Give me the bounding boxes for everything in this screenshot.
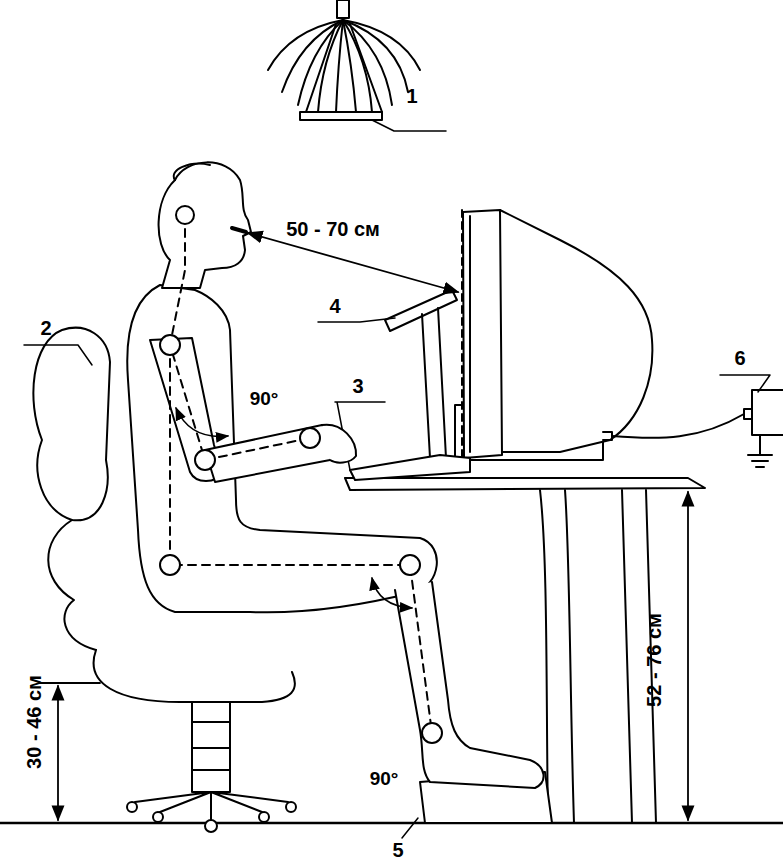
monitor — [455, 210, 652, 462]
angle-label: 90° — [250, 389, 279, 408]
callout-number: 1 — [406, 86, 417, 106]
ceiling-lamp — [268, 0, 446, 131]
floor-line — [0, 822, 783, 825]
callout-number: 2 — [40, 318, 51, 338]
dimension-lines — [40, 233, 688, 820]
dimension-label: 52 - 76 см — [644, 613, 664, 707]
desk — [345, 478, 705, 823]
callout-number: 4 — [329, 296, 340, 316]
seated-person — [127, 162, 543, 788]
callout-number: 3 — [352, 376, 363, 396]
grounding-box — [612, 375, 783, 467]
angle-arc — [372, 578, 412, 608]
angle-label: 90° — [370, 769, 399, 788]
callout-number: 6 — [734, 348, 745, 368]
keyboard — [335, 402, 470, 480]
callout-number: 5 — [392, 840, 403, 860]
dimension-label: 50 - 70 см — [286, 219, 380, 239]
dimension-label: 30 - 46 см — [24, 675, 44, 769]
angle-arc — [176, 408, 228, 436]
